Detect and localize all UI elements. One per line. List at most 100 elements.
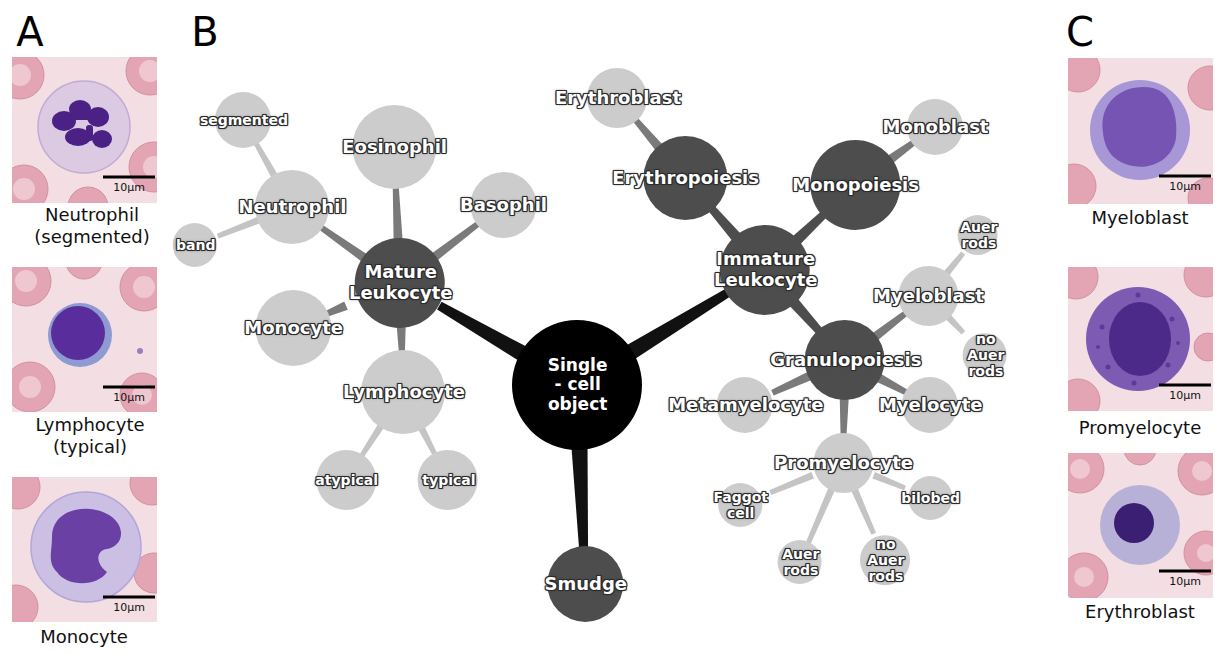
- branch-circle: Monoblast: [878, 99, 992, 155]
- node-text-wrap: Immature Leukocyte: [713, 249, 818, 290]
- branch-connector: [254, 141, 278, 178]
- granules: [1096, 293, 1180, 386]
- node-label: Metamyelocyte: [667, 395, 824, 416]
- granules-part: [1096, 345, 1100, 349]
- node-label: Granulopoiesis: [769, 350, 922, 371]
- node-label: Promyelocyte: [774, 453, 914, 474]
- cytoplasm: [38, 81, 130, 173]
- cytoplasm: [1090, 80, 1190, 180]
- scale-label: 10µm: [1155, 180, 1215, 193]
- red-blood-cell-part: [120, 267, 157, 311]
- cytoplasm: [48, 303, 112, 367]
- node-text-wrap: Promyelocyte: [774, 453, 914, 474]
- branch-circle: Erythroblast: [550, 68, 684, 128]
- micrograph: [12, 477, 157, 622]
- branch-connector: [432, 221, 481, 260]
- granules-part: [1170, 317, 1175, 322]
- cytoplasm-part: [1086, 287, 1190, 391]
- node-text-wrap: Myelocyte: [878, 395, 983, 416]
- red-blood-cell-part: [1068, 379, 1100, 411]
- nucleus-part: [70, 113, 94, 120]
- node-label: Myeloblast: [873, 286, 985, 307]
- node-text-wrap: Basophil: [460, 195, 548, 216]
- caption: Myeloblast: [1068, 207, 1213, 229]
- node-text-wrap: Eosinophil: [342, 137, 448, 158]
- red-blood-cell-pallor-part: [143, 156, 157, 178]
- node-label: Monopoiesis: [792, 175, 920, 196]
- red-blood-cell-part: [130, 477, 157, 505]
- red-blood-cell-part: [126, 57, 157, 95]
- node-label: no Auer rods: [866, 536, 905, 584]
- red-blood-cell: [12, 477, 157, 622]
- node-label: Immature Leukocyte: [713, 249, 818, 290]
- branch-circle: Myeloblast: [869, 266, 988, 326]
- cytoplasm-part: [48, 303, 112, 367]
- scale-bar: [103, 177, 155, 178]
- red-blood-cell-part: [12, 585, 38, 622]
- scale-bar-part: [103, 386, 155, 389]
- node-label: Erythroblast: [554, 88, 682, 109]
- caption: Promyelocyte: [1068, 417, 1213, 439]
- branch-circle: band: [171, 223, 218, 267]
- node-text-wrap: Mature Leukocyte: [348, 262, 453, 303]
- branch-circle: Faggot cell: [709, 483, 772, 527]
- node-text-wrap: Monopoiesis: [792, 175, 920, 196]
- red-blood-cell-part: [1124, 453, 1156, 465]
- node-text-wrap: no Auer rods: [866, 536, 905, 584]
- red-blood-cell-part: [1068, 58, 1100, 92]
- node-label: Mature Leukocyte: [348, 262, 453, 303]
- node-text-wrap: no Auer rods: [966, 331, 1005, 379]
- red-blood-cell-part: [12, 267, 51, 306]
- branch-connector: [633, 117, 663, 150]
- scale-label: 10µm: [99, 181, 159, 194]
- red-blood-cell-part: [1188, 66, 1213, 110]
- cytoplasm-part: [1090, 80, 1190, 180]
- circle-fill: [512, 320, 642, 450]
- branch-connector: [217, 217, 261, 239]
- node-label: Erythropoiesis: [612, 168, 760, 189]
- red-blood-cell-part: [1068, 267, 1098, 299]
- red-blood-cell-pallor-part: [19, 376, 41, 398]
- caption: Lymphocyte (typical): [15, 414, 165, 457]
- branch-connector: [397, 326, 406, 352]
- branch-circle: Monocyte: [240, 290, 347, 366]
- cytoplasm-part: [38, 81, 130, 173]
- red-blood-cell-pallor-part: [1197, 544, 1213, 562]
- node-text-wrap: Auer rods: [959, 219, 998, 251]
- node-label: Eosinophil: [342, 137, 448, 158]
- red-blood-cell-pallor-part: [139, 60, 157, 82]
- cytoplasm: [1086, 287, 1190, 391]
- red-blood-cell-pallor-part: [1192, 461, 1212, 481]
- branch-circle: no Auer rods: [962, 328, 1007, 382]
- nucleus: [52, 100, 112, 148]
- branch-connector: [771, 371, 812, 395]
- scale-label: 10µm: [1155, 389, 1215, 402]
- granules-part: [1136, 293, 1141, 298]
- node-text-wrap: Myeloblast: [873, 286, 985, 307]
- red-blood-cell-part: [12, 57, 44, 99]
- node-label: Auer rods: [781, 546, 820, 578]
- circle-fill: [860, 535, 910, 585]
- branch-circle: bilobed: [897, 476, 964, 520]
- node-text-wrap: Erythropoiesis: [612, 168, 760, 189]
- nucleus: [1114, 503, 1154, 543]
- branch-connector: [851, 487, 876, 535]
- node-text-wrap: Lymphocyte: [342, 382, 466, 403]
- red-blood-cell: [12, 57, 157, 203]
- branch-circle: typical: [417, 450, 478, 510]
- panel-letter: C: [1050, 12, 1110, 52]
- scale-bar-part: [1159, 570, 1211, 573]
- nucleus: [1109, 302, 1171, 376]
- branch-connector: [769, 472, 814, 495]
- branch-circle: Monopoiesis: [788, 140, 923, 230]
- node-label: atypical: [315, 472, 379, 488]
- scale-label: 10µm: [99, 391, 159, 404]
- branch-circle: Myelocyte: [874, 377, 986, 433]
- branch-circle: Auer rods: [955, 215, 1000, 255]
- node-label: Monoblast: [882, 117, 989, 138]
- node-label: Lymphocyte: [342, 382, 466, 403]
- node-text-wrap: Erythroblast: [554, 88, 682, 109]
- circle-fill: [778, 540, 822, 584]
- node-text-wrap: band: [175, 237, 216, 253]
- red-blood-cell-part: [1068, 553, 1108, 598]
